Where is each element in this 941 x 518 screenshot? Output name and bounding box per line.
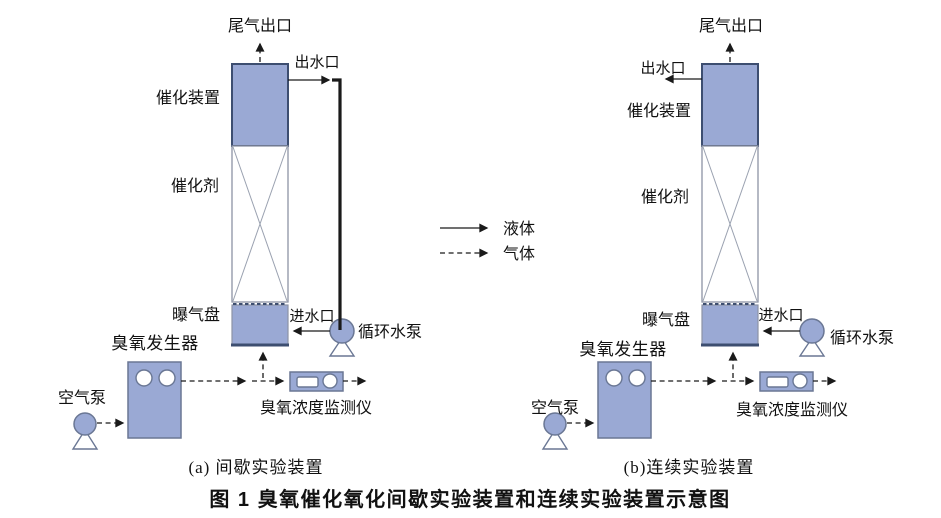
monitor-display [296, 376, 319, 388]
aeration-section [701, 304, 759, 346]
label-tail-gas-outlet: 尾气出口 [699, 17, 763, 35]
monitor-dial [792, 373, 808, 389]
air-pump-b [541, 412, 569, 450]
pump-base-triangle [541, 428, 569, 450]
pump-base-triangle [798, 336, 826, 357]
ozone-monitor-a [289, 371, 344, 392]
label-catalyst: 催化剂 [171, 177, 219, 195]
label-aeration-disc: 曝气盘 [642, 310, 690, 329]
ozone-monitor-b [759, 371, 814, 392]
legend: 液体 气体 [440, 220, 535, 263]
label-aeration-disc: 曝气盘 [172, 305, 220, 324]
generator-dial [158, 369, 176, 387]
figure-caption: 图 1 臭氧催化氧化间歇实验装置和连续实验装置示意图 [209, 487, 730, 511]
diagram-b: 尾气出口 出水口 催化装置 催化剂 曝气盘 进水口 循环水泵 臭氧发生器 空气泵… [531, 17, 894, 477]
caption-diagram-a: (a) 间歇实验装置 [188, 458, 323, 477]
monitor-dial [322, 373, 338, 389]
generator-dial [605, 369, 623, 387]
label-circulation-pump: 循环水泵 [830, 329, 894, 347]
ozone-generator-b [597, 361, 652, 439]
label-catalyst: 催化剂 [641, 188, 689, 206]
catalyst-cross-line [702, 146, 758, 302]
label-water-outlet: 出水口 [640, 60, 685, 77]
label-circulation-pump: 循环水泵 [358, 323, 422, 341]
catalytic-device-section [231, 63, 289, 147]
label-ozone-generator: 臭氧发生器 [111, 334, 199, 353]
label-water-inlet: 进水口 [758, 307, 803, 324]
aeration-section [231, 304, 289, 346]
diagram-a: 尾气出口 出水口 催化装置 催化剂 曝气盘 进水口 循环水泵 臭氧发生器 空气泵… [58, 17, 422, 477]
label-water-outlet: 出水口 [294, 54, 339, 71]
reactor-column-b [701, 63, 759, 347]
catalytic-device-section [701, 63, 759, 147]
generator-dial [628, 369, 646, 387]
label-air-pump: 空气泵 [531, 399, 579, 417]
reactor-column-a [231, 63, 289, 347]
caption-diagram-b: (b)连续实验装置 [624, 458, 755, 477]
label-tail-gas-outlet: 尾气出口 [228, 17, 292, 35]
pump-body [799, 318, 825, 344]
air-pump-a [71, 412, 99, 450]
ozone-generator-a [127, 361, 182, 439]
pump-body [543, 412, 567, 436]
label-water-inlet: 进水口 [289, 308, 334, 325]
legend-liquid-label: 液体 [503, 220, 535, 238]
label-ozone-monitor: 臭氧浓度监测仪 [260, 399, 372, 417]
label-catalytic-device: 催化装置 [627, 102, 691, 120]
pump-base-triangle [71, 428, 99, 450]
monitor-display [766, 376, 789, 388]
legend-gas-label: 气体 [503, 245, 535, 263]
catalyst-cross-line [232, 146, 288, 302]
label-ozone-monitor: 臭氧浓度监测仪 [736, 401, 848, 419]
pump-body [73, 412, 97, 436]
circulation-pump-b [798, 318, 826, 357]
label-air-pump: 空气泵 [58, 389, 106, 407]
label-ozone-generator: 臭氧发生器 [579, 340, 667, 359]
generator-dial [135, 369, 153, 387]
pump-base-triangle [328, 336, 356, 357]
recirculation-pipe [332, 78, 342, 330]
label-catalytic-device: 催化装置 [156, 89, 220, 107]
